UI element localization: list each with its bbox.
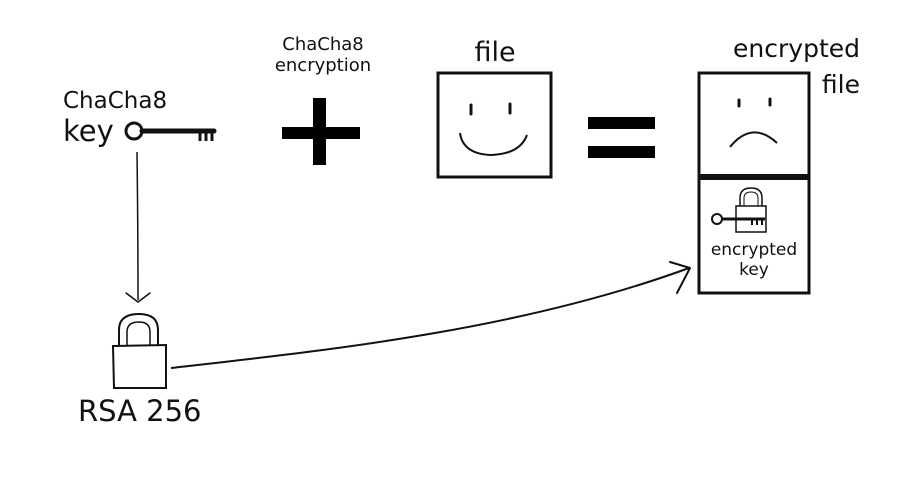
- file-label: file: [474, 37, 516, 68]
- rsa-label: RSA 256: [78, 394, 202, 428]
- sad-face-icon: [729, 97, 778, 148]
- arrow-down-icon: [125, 151, 151, 303]
- plus-icon: [282, 98, 360, 165]
- encrypted-file-label-bottom: file: [821, 70, 860, 99]
- curved-arrow-icon: [170, 261, 691, 369]
- chacha8-encryption-label-bottom: encryption: [274, 55, 372, 76]
- small-padlock-icon: [735, 187, 767, 233]
- encrypted-key-label-top: encrypted: [710, 240, 798, 260]
- equals-icon: [588, 117, 655, 158]
- encrypted-key-label-bottom: key: [739, 260, 769, 280]
- chacha8-key-label-top: ChaCha8: [63, 88, 168, 114]
- encrypted-file-box: [697, 71, 811, 295]
- chacha8-key-label-bottom: key: [63, 114, 114, 148]
- padlock-icon: [111, 312, 167, 389]
- key-icon: [124, 121, 217, 141]
- encrypted-file-label-top: encrypted: [733, 34, 860, 63]
- small-key-icon: [711, 213, 765, 225]
- happy-face-icon: [459, 102, 528, 157]
- file-box: [436, 71, 553, 179]
- chacha8-encryption-label-top: ChaCha8: [282, 34, 364, 55]
